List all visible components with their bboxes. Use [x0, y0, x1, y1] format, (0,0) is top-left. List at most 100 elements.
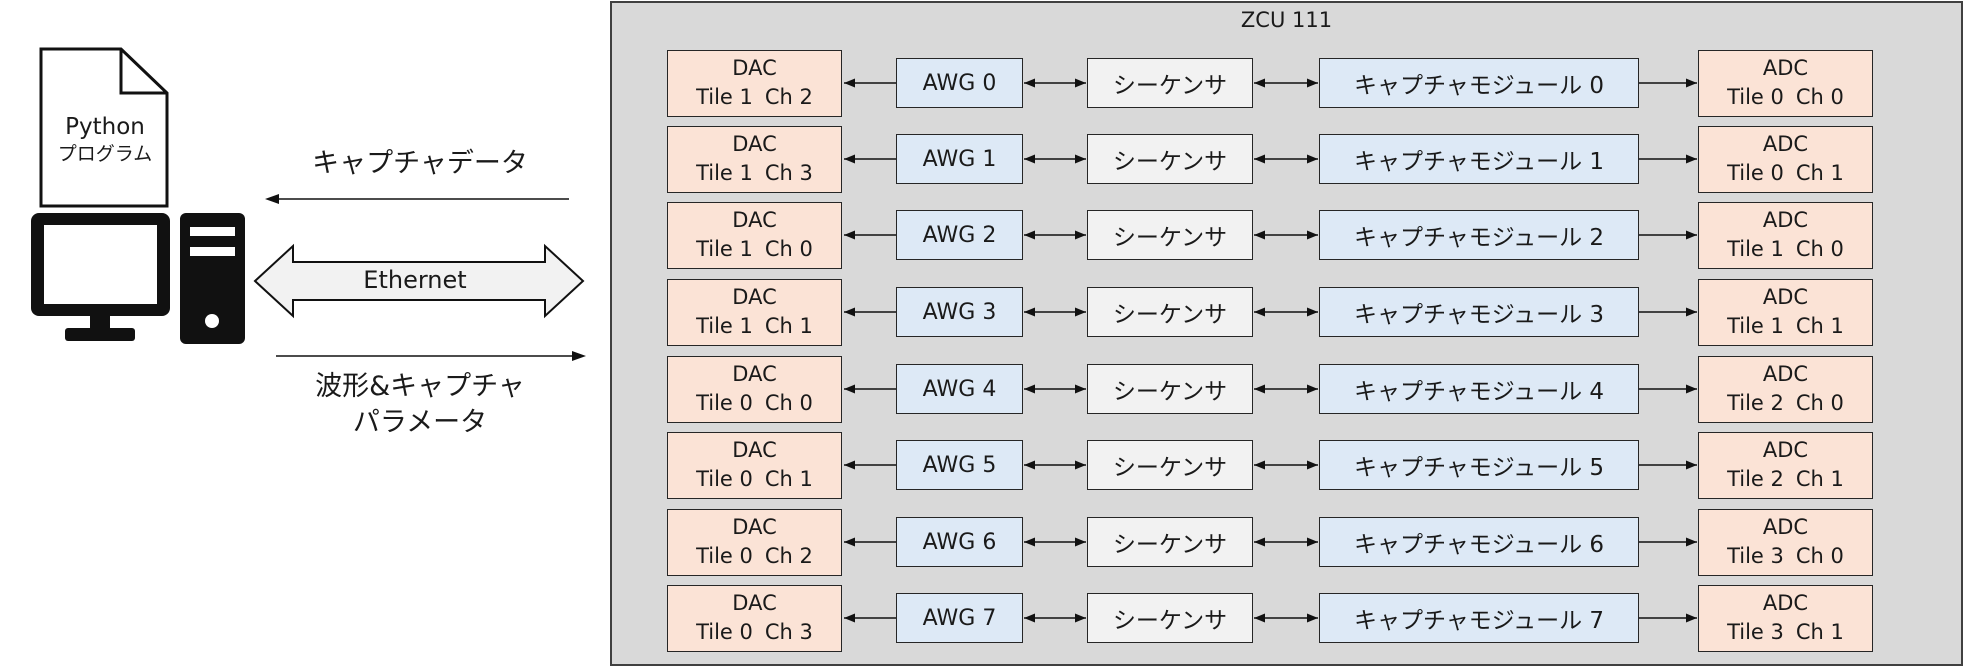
- double-arrow-icon: [253, 243, 585, 319]
- dac-tile-channel: Tile 1 Ch 0: [696, 235, 813, 264]
- capture-module-block: キャプチャモジュール 2: [1319, 210, 1639, 260]
- dac-tile: Tile 1: [696, 161, 753, 185]
- capture-module-block: キャプチャモジュール 4: [1319, 364, 1639, 414]
- awg-to-dac-arrow: [844, 460, 896, 470]
- dac-name: DAC: [732, 362, 777, 386]
- awg-block: AWG 7: [896, 593, 1023, 643]
- awg-to-dac-arrow: [844, 78, 896, 88]
- capture-module-block: キャプチャモジュール 0: [1319, 58, 1639, 108]
- awg-sequencer-arrow: [1024, 154, 1086, 164]
- awg-to-dac-arrow: [844, 230, 896, 240]
- awg-sequencer-arrow: [1024, 537, 1086, 547]
- sequencer-capture-arrow: [1254, 537, 1318, 547]
- sequencer-capture-arrow: [1254, 78, 1318, 88]
- adc-tile-channel: Tile 0 Ch 1: [1727, 159, 1844, 188]
- adc-name: ADC: [1762, 515, 1809, 539]
- awg-block: AWG 0: [896, 58, 1023, 108]
- awg-sequencer-arrow: [1024, 460, 1086, 470]
- dac-channel: Ch 2: [764, 85, 813, 109]
- adc-tile: Tile 1: [1727, 314, 1784, 338]
- awg-block: AWG 2: [896, 210, 1023, 260]
- dac-tile: Tile 1: [696, 85, 753, 109]
- capture-to-adc-arrow: [1639, 537, 1697, 547]
- dac-name: DAC: [732, 208, 777, 232]
- adc-tile: Tile 0: [1727, 161, 1784, 185]
- capture-data-label: キャプチャデータ: [312, 148, 528, 179]
- sequencer-block: シーケンサ: [1087, 210, 1253, 260]
- dac-channel: Ch 1: [764, 467, 813, 491]
- params-arrow: [276, 351, 586, 361]
- sequencer-block: シーケンサ: [1087, 364, 1253, 414]
- dac-name: DAC: [732, 515, 777, 539]
- sequencer-block: シーケンサ: [1087, 58, 1253, 108]
- capture-to-adc-arrow: [1639, 307, 1697, 317]
- dac-name: DAC: [732, 438, 777, 462]
- dac-channel: Ch 1: [764, 314, 813, 338]
- awg-block: AWG 1: [896, 134, 1023, 184]
- monitor-icon: [31, 213, 170, 341]
- adc-channel: Ch 0: [1795, 544, 1844, 568]
- adc-tile: Tile 3: [1727, 620, 1784, 644]
- dac-channel: Ch 3: [764, 161, 813, 185]
- awg-to-dac-arrow: [844, 537, 896, 547]
- adc-tile: Tile 2: [1727, 391, 1784, 415]
- sequencer-capture-arrow: [1254, 307, 1318, 317]
- sequencer-block: シーケンサ: [1087, 517, 1253, 567]
- pc-illustration: [31, 47, 586, 361]
- dac-tile-channel: Tile 1 Ch 3: [696, 159, 813, 188]
- capture-module-block: キャプチャモジュール 6: [1319, 517, 1639, 567]
- dac-tile: Tile 1: [696, 237, 753, 261]
- params-label-line1: 波形&キャプチャ: [315, 371, 525, 402]
- capture-module-block: キャプチャモジュール 7: [1319, 593, 1639, 643]
- adc-block: ADC Tile 2 Ch 0: [1698, 355, 1873, 423]
- awg-block: AWG 4: [896, 364, 1023, 414]
- dac-name: DAC: [732, 591, 777, 615]
- adc-name: ADC: [1762, 591, 1809, 615]
- dac-name: DAC: [732, 56, 777, 80]
- awg-block: AWG 5: [896, 440, 1023, 490]
- dac-name: DAC: [732, 285, 777, 309]
- awg-to-dac-arrow: [844, 154, 896, 164]
- dac-tile: Tile 0: [696, 391, 753, 415]
- board-title: ZCU 111: [1240, 8, 1333, 32]
- adc-channel: Ch 1: [1795, 161, 1844, 185]
- adc-channel: Ch 1: [1795, 467, 1844, 491]
- dac-block: DAC Tile 0 Ch 1: [667, 431, 842, 499]
- params-label-line2: パラメータ: [352, 407, 488, 438]
- adc-channel: Ch 0: [1795, 391, 1844, 415]
- awg-sequencer-arrow: [1024, 230, 1086, 240]
- dac-tile: Tile 0: [696, 544, 753, 568]
- sequencer-capture-arrow: [1254, 613, 1318, 623]
- awg-to-dac-arrow: [844, 307, 896, 317]
- adc-tile-channel: Tile 2 Ch 0: [1727, 389, 1844, 418]
- sequencer-capture-arrow: [1254, 154, 1318, 164]
- adc-name: ADC: [1762, 362, 1809, 386]
- capture-module-block: キャプチャモジュール 3: [1319, 287, 1639, 337]
- dac-channel: Ch 0: [764, 237, 813, 261]
- doc-title: Python: [65, 114, 145, 140]
- dac-tile-channel: Tile 0 Ch 1: [696, 465, 813, 494]
- sequencer-capture-arrow: [1254, 460, 1318, 470]
- capture-to-adc-arrow: [1639, 230, 1697, 240]
- adc-tile: Tile 1: [1727, 237, 1784, 261]
- dac-tile: Tile 0: [696, 467, 753, 491]
- adc-tile: Tile 0: [1727, 85, 1784, 109]
- sequencer-block: シーケンサ: [1087, 134, 1253, 184]
- awg-sequencer-arrow: [1024, 78, 1086, 88]
- sequencer-block: シーケンサ: [1087, 287, 1253, 337]
- adc-tile: Tile 3: [1727, 544, 1784, 568]
